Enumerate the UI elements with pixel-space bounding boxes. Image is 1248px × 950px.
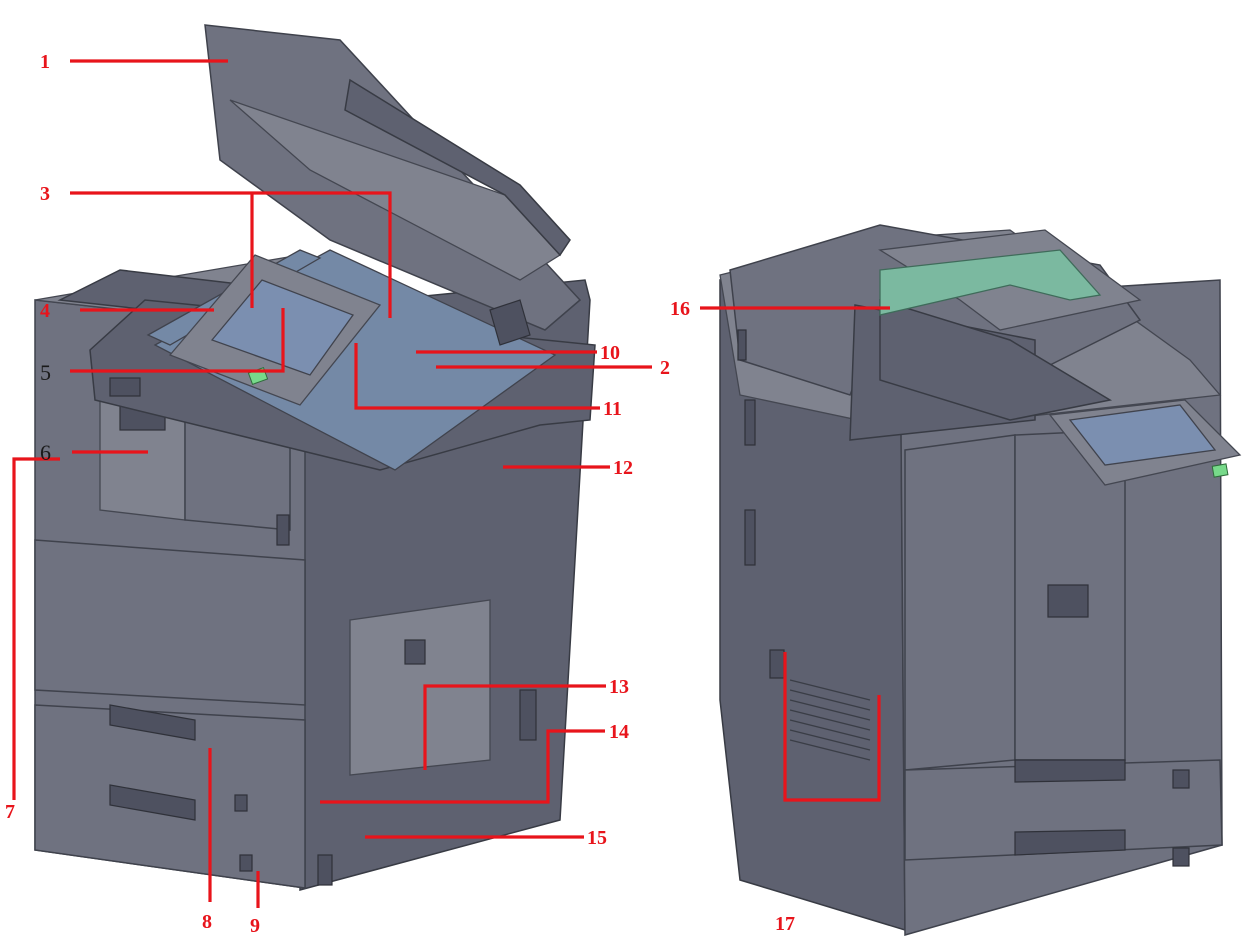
leader-5: [70, 308, 285, 373]
callout-15: 15: [587, 827, 607, 849]
leader-3: [70, 191, 392, 318]
inner-tray: [879, 249, 1102, 316]
leader-11: [354, 343, 600, 410]
leader-7: [12, 457, 60, 800]
leader-13: [423, 684, 606, 770]
callout-16: 16: [670, 298, 690, 320]
callout-13: 13: [609, 676, 629, 698]
front-view-machine: [34, 24, 596, 891]
leader-lines: [12, 59, 890, 908]
callout-17: 17: [775, 913, 795, 935]
callout-11: 11: [603, 398, 622, 420]
leader-17: [783, 652, 881, 802]
callout-4: 4: [40, 300, 50, 322]
callout-12: 12: [613, 457, 633, 479]
leader-14: [320, 729, 605, 804]
callout-10: 10: [600, 342, 620, 364]
callout-14: 14: [609, 721, 629, 743]
callout-9: 9: [250, 915, 260, 937]
touch-panel-rear: [1068, 404, 1217, 466]
rear-view-machine: [719, 224, 1242, 936]
callout-8: 8: [202, 911, 212, 933]
callout-7: 7: [5, 801, 15, 823]
callout-2: 2: [660, 357, 670, 379]
side-vent-right: [789, 679, 871, 761]
callout-6: 6: [40, 440, 51, 465]
power-button-rear: [1211, 463, 1229, 478]
callout-5: 5: [40, 360, 51, 385]
callout-labels: 1 3 4 5 2 6 7 10 11 12 13 14 15 8 9 16 1…: [5, 51, 795, 937]
callout-1: 1: [40, 51, 50, 73]
callout-3: 3: [40, 183, 50, 205]
